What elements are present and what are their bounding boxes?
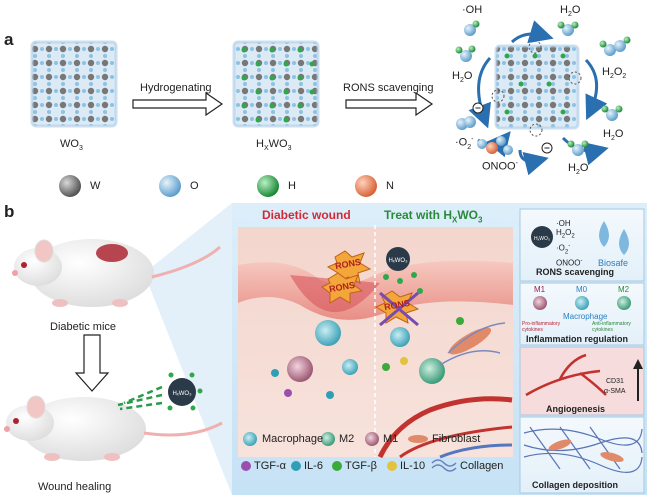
side-cd31: CD31 bbox=[606, 378, 624, 385]
macrophage-cell-right bbox=[390, 327, 410, 347]
molecule-o2-radical bbox=[456, 116, 476, 130]
svg-text:HₓWO₃: HₓWO₃ bbox=[388, 258, 408, 264]
legend-h-label: H bbox=[288, 180, 296, 192]
species-h2o-top: H2O bbox=[560, 4, 580, 18]
diabetic-wound-title: Diabetic wound bbox=[262, 208, 351, 222]
side-rons-species: ·OH H2O2 ·O2- ONOO- bbox=[556, 219, 582, 268]
molecule-h2o-bottom bbox=[568, 141, 589, 157]
legend-n-label: N bbox=[386, 180, 394, 192]
legend-m1: M1 bbox=[383, 433, 398, 445]
legend-fibroblast: Fibroblast bbox=[432, 433, 480, 445]
molecule-h2o-top bbox=[558, 22, 579, 37]
side-anti: Anti-inflammatory cytokines bbox=[592, 321, 644, 333]
species-o2: ·O2- bbox=[455, 136, 473, 151]
side-pro: Pro-inflammatory cytokines bbox=[522, 321, 574, 333]
molecule-h2o-right bbox=[602, 106, 623, 122]
rons-scavenging-arrow bbox=[346, 93, 432, 115]
healing-arrow bbox=[76, 335, 108, 391]
scavenging-crystal bbox=[492, 41, 581, 136]
side-rons-title: RONS scavenging bbox=[536, 267, 614, 277]
legend-tgfa: TGF-α bbox=[254, 460, 286, 472]
side-m0: M0 bbox=[576, 285, 587, 294]
treat-with-title: Treat with HXWO3 bbox=[384, 208, 482, 224]
species-h2o-left: H2O bbox=[452, 70, 472, 84]
molecule-h2o2 bbox=[600, 37, 631, 57]
wo3-label: WO3 bbox=[60, 138, 83, 152]
legend-collagen: Collagen bbox=[460, 460, 503, 472]
legend-macrophage: Macrophage bbox=[262, 433, 323, 445]
legend-o-label: O bbox=[190, 180, 199, 192]
side-m2: M2 bbox=[618, 285, 629, 294]
m2-cell bbox=[419, 358, 445, 384]
panel-b-diagram: HₓWO₃ HₓWO₃ bbox=[0, 195, 650, 497]
legend-w-ball bbox=[59, 175, 81, 197]
macrophage-cell bbox=[315, 320, 341, 346]
legend-m2: M2 bbox=[339, 433, 354, 445]
hxwo3-crystal bbox=[234, 42, 318, 126]
m1-cell-small bbox=[342, 359, 358, 375]
side-m1: M1 bbox=[534, 285, 545, 294]
hydrogenating-arrow bbox=[133, 93, 222, 115]
rons-scavenging-label: RONS scavenging bbox=[343, 82, 434, 94]
legend-il6: IL-6 bbox=[304, 460, 323, 472]
wound-healing-label: Wound healing bbox=[38, 481, 111, 493]
m1-cell bbox=[287, 356, 313, 382]
side-macrophage: Macrophage bbox=[563, 312, 607, 321]
tgfb-dot bbox=[382, 363, 390, 371]
species-onoo: ONOO- bbox=[482, 160, 518, 173]
legend-w-label: W bbox=[90, 180, 100, 192]
side-inflammation-title: Inflammation regulation bbox=[526, 334, 628, 344]
il6-dot bbox=[271, 369, 279, 377]
tgfa-dot bbox=[284, 389, 292, 397]
il10-dot bbox=[400, 357, 408, 365]
legend-o-ball bbox=[159, 175, 181, 197]
svg-text:HₓWO₃: HₓWO₃ bbox=[534, 236, 550, 242]
side-asma: α-SMA bbox=[604, 388, 626, 395]
legend-n-ball bbox=[355, 175, 377, 197]
legend-h-ball bbox=[257, 175, 279, 197]
legend-tgfb: TGF-β bbox=[345, 460, 377, 472]
species-oh: ·OH bbox=[462, 4, 482, 16]
svg-text:HₓWO₃: HₓWO₃ bbox=[172, 391, 192, 397]
molecule-h2o-left bbox=[456, 46, 476, 63]
side-angio-title: Angiogenesis bbox=[546, 404, 605, 414]
species-h2o2: H2O2 bbox=[602, 66, 626, 80]
species-h2o-right: H2O bbox=[603, 128, 623, 142]
hxwo3-label: HXWO3 bbox=[256, 138, 291, 152]
side-collagen-title: Collagen deposition bbox=[532, 480, 618, 490]
legend-il10: IL-10 bbox=[400, 460, 425, 472]
species-h2o-bottom: H2O bbox=[568, 162, 588, 176]
healed-mouse bbox=[4, 396, 222, 461]
diabetic-mice-label: Diabetic mice bbox=[50, 321, 116, 333]
tgfb-dot bbox=[456, 317, 464, 325]
molecule-oh bbox=[464, 21, 480, 37]
hydrogenating-label: Hydrogenating bbox=[140, 82, 212, 94]
il6-dot bbox=[326, 391, 334, 399]
panel-a-diagram bbox=[0, 0, 650, 205]
molecule-onoo bbox=[477, 136, 513, 155]
wo3-crystal bbox=[32, 42, 116, 126]
